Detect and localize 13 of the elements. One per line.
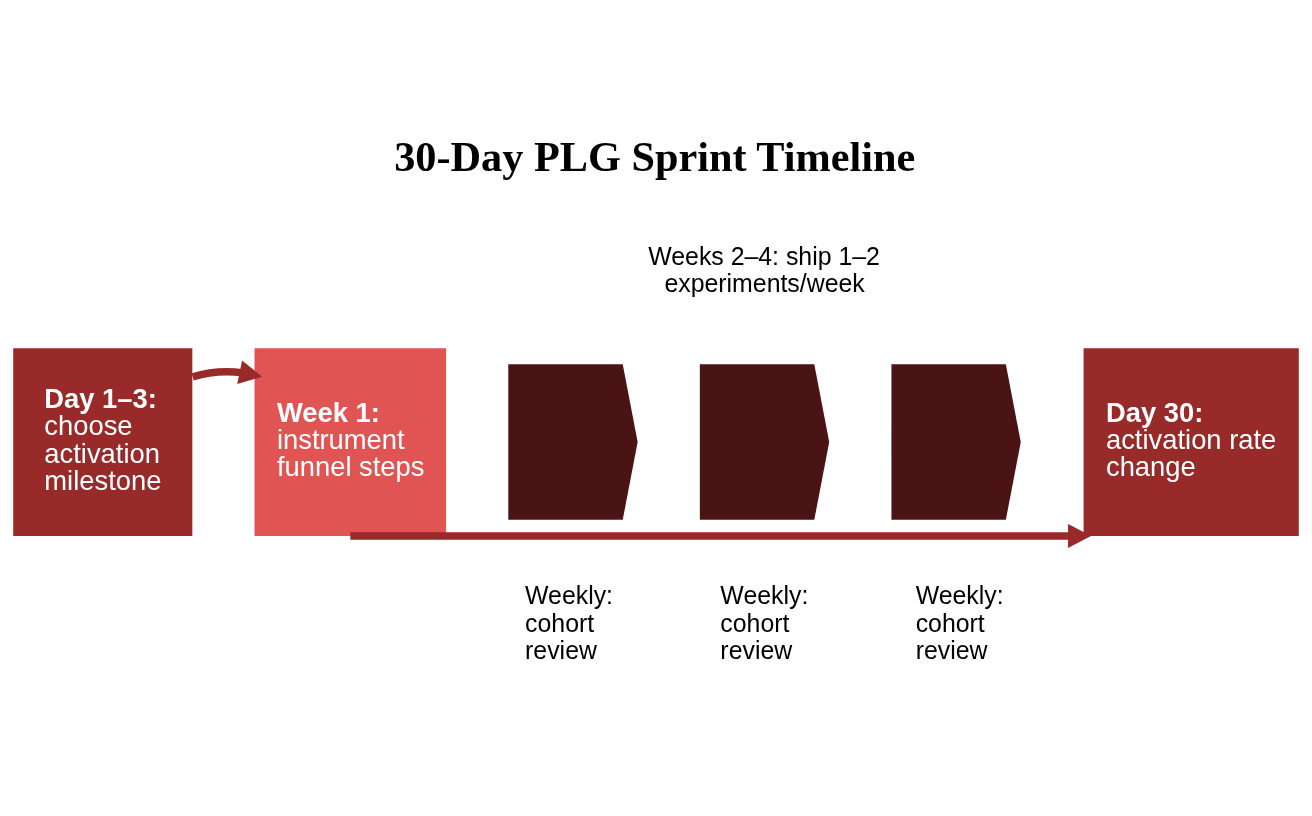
- arrow: [350, 523, 1091, 548]
- node-box: Day 1–3: choose activation milestone: [13, 347, 193, 536]
- node-label: Weekly: cohort review: [915, 580, 1004, 664]
- node-label: Weekly: cohort review: [720, 580, 809, 664]
- node-chevron: [891, 363, 1021, 520]
- node-box: Week 1: instrument funnel steps: [254, 347, 447, 536]
- node-box: Day 30: activation rate change: [1083, 347, 1299, 536]
- arrow: [191, 359, 263, 384]
- label: Weeks 2–4: ship 1–2 experiments/week: [648, 241, 880, 297]
- node-label: Weekly: cohort review: [525, 580, 614, 664]
- node-chevron: [508, 363, 638, 520]
- diagram-title: 30-Day PLG Sprint Timeline: [394, 132, 916, 180]
- node-chevron: [699, 363, 830, 520]
